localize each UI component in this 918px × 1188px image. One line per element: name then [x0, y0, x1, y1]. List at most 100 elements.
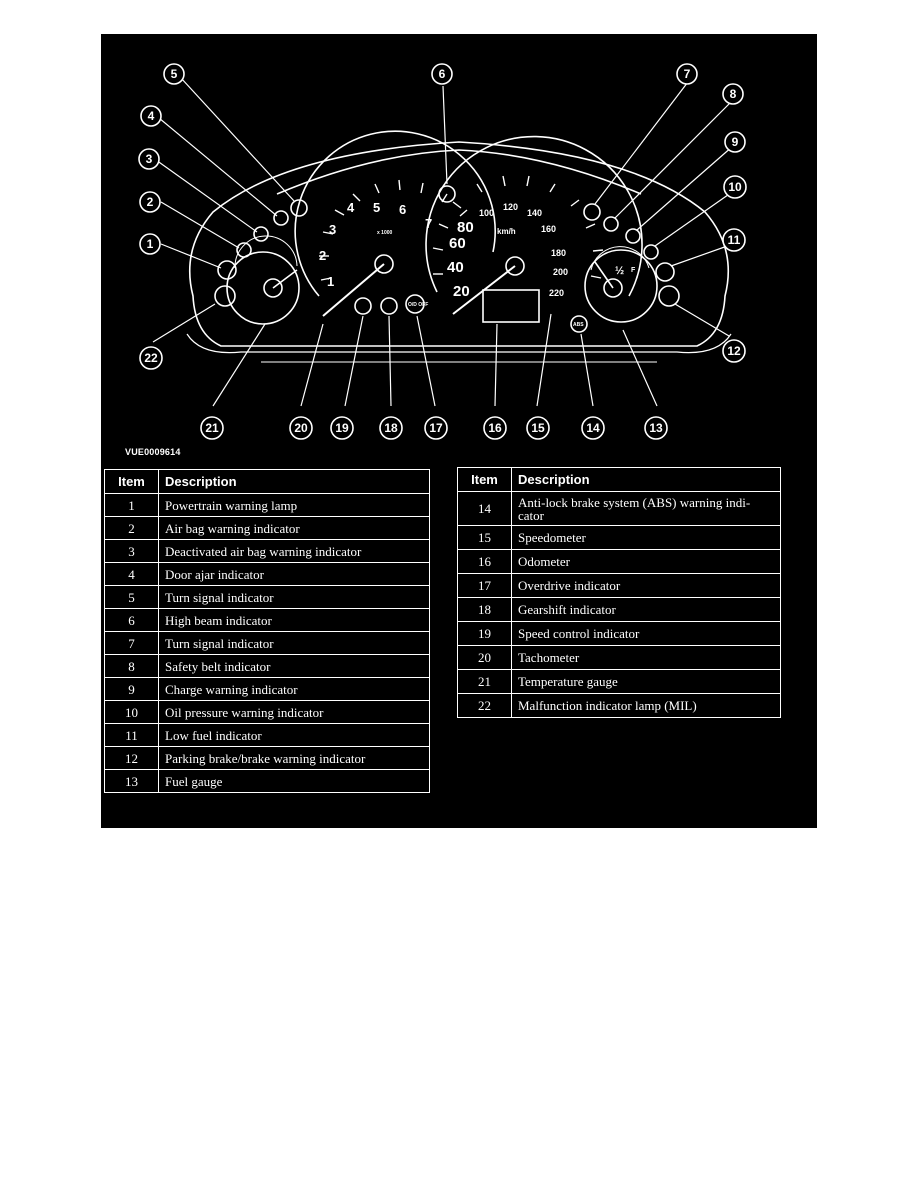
figure-id: VUE0009614: [125, 447, 181, 457]
speed-label-180: 180: [551, 248, 566, 258]
item-description: Charge warning indicator: [158, 677, 430, 701]
abs-icon: [570, 315, 588, 333]
item-number: 17: [457, 573, 512, 598]
item-description: Anti-lock brake system (ABS) warning ind…: [511, 491, 781, 526]
abs-label: ABS: [573, 322, 584, 328]
item-number: 13: [104, 769, 159, 793]
svg-text:16: 16: [488, 421, 502, 435]
callout-14: 14: [581, 416, 605, 440]
low-fuel-icon: [655, 262, 675, 282]
safety-belt-icon: [603, 216, 619, 232]
item-number: 8: [104, 654, 159, 678]
table-header-row: Item Description: [104, 469, 430, 494]
svg-text:1: 1: [147, 237, 154, 251]
door-ajar-icon: [273, 210, 289, 226]
svg-text:19: 19: [335, 421, 349, 435]
svg-text:8: 8: [730, 87, 737, 101]
item-number: 14: [457, 491, 512, 526]
temperature-gauge-dial: [226, 251, 300, 325]
item-number: 1: [104, 493, 159, 517]
svg-text:5: 5: [171, 67, 178, 81]
fuel-full-label: F: [631, 267, 636, 274]
mil-lamp-icon: [214, 285, 236, 307]
tach-label-6: 6: [399, 202, 406, 217]
svg-text:18: 18: [384, 421, 398, 435]
tach-label-3: 3: [329, 222, 336, 237]
speed-label-140: 140: [527, 208, 542, 218]
tachometer-needle: [322, 263, 385, 317]
item-description: Parking brake/brake warning indicator: [158, 746, 430, 770]
tach-unit-label: x 1000: [377, 230, 393, 236]
figure-panel: 1 2 3 4 5 6 7 8 9 10 11 12 13 14 15 16 1…: [101, 34, 817, 828]
item-description: Speed control indicator: [511, 621, 781, 646]
oil-pressure-icon: [643, 244, 659, 260]
fuel-half-label: ½: [615, 265, 624, 277]
item-number: 10: [104, 700, 159, 724]
item-number: 11: [104, 723, 159, 747]
speed-label-20: 20: [453, 283, 470, 300]
speed-unit-label: km/h: [497, 227, 516, 236]
instrument-cluster-diagram: 1 2 3 4 5 6 7 8 9 10 11 12 13 14 15 16 1…: [138, 63, 747, 440]
item-description: Speedometer: [511, 525, 781, 550]
powertrain-lamp-icon: [217, 260, 237, 280]
item-description: Tachometer: [511, 645, 781, 670]
speed-label-220: 220: [549, 288, 564, 298]
speed-label-100: 100: [479, 208, 494, 218]
item-description: Overdrive indicator: [511, 573, 781, 598]
item-description: High beam indicator: [158, 608, 430, 632]
overdrive-label: O/D OFF: [408, 302, 428, 308]
table-header-row: Item Description: [457, 467, 781, 492]
item-description: Deactivated air bag warning indicator: [158, 539, 430, 563]
item-description: Safety belt indicator: [158, 654, 430, 678]
item-description: Low fuel indicator: [158, 723, 430, 747]
item-number: 15: [457, 525, 512, 550]
item-description: Malfunction indicator lamp (MIL): [511, 693, 781, 718]
tach-label-4: 4: [347, 200, 355, 215]
callout-9: 9: [724, 131, 746, 153]
overdrive-icon: [405, 294, 425, 314]
turn-signal-left-icon: [290, 199, 308, 217]
column-header-description: Description: [511, 467, 781, 492]
column-header-description: Description: [158, 469, 430, 494]
item-number: 2: [104, 516, 159, 540]
item-number: 19: [457, 621, 512, 646]
svg-text:13: 13: [649, 421, 663, 435]
item-number: 16: [457, 549, 512, 574]
callout-2: 2: [139, 191, 161, 213]
svg-text:3: 3: [146, 152, 153, 166]
item-number: 21: [457, 669, 512, 694]
fuel-gauge-dial: [584, 249, 658, 323]
charge-icon: [625, 228, 641, 244]
speed-label-40: 40: [447, 259, 464, 276]
item-number: 18: [457, 597, 512, 622]
callout-1: 1: [139, 233, 161, 255]
callout-17: 17: [424, 416, 448, 440]
turn-signal-right-icon: [583, 203, 601, 221]
high-beam-icon: [438, 185, 456, 203]
item-description: Odometer: [511, 549, 781, 574]
tach-label-2: 2: [319, 248, 326, 263]
callout-18: 18: [379, 416, 403, 440]
svg-text:9: 9: [732, 135, 739, 149]
speed-label-160: 160: [541, 224, 556, 234]
speed-control-icon: [354, 297, 372, 315]
item-description: Air bag warning indicator: [158, 516, 430, 540]
callout-6: 6: [431, 63, 453, 85]
svg-text:12: 12: [727, 344, 741, 358]
item-number: 12: [104, 746, 159, 770]
item-number: 7: [104, 631, 159, 655]
item-number: 4: [104, 562, 159, 586]
item-number: 9: [104, 677, 159, 701]
column-header-item: Item: [104, 469, 159, 494]
